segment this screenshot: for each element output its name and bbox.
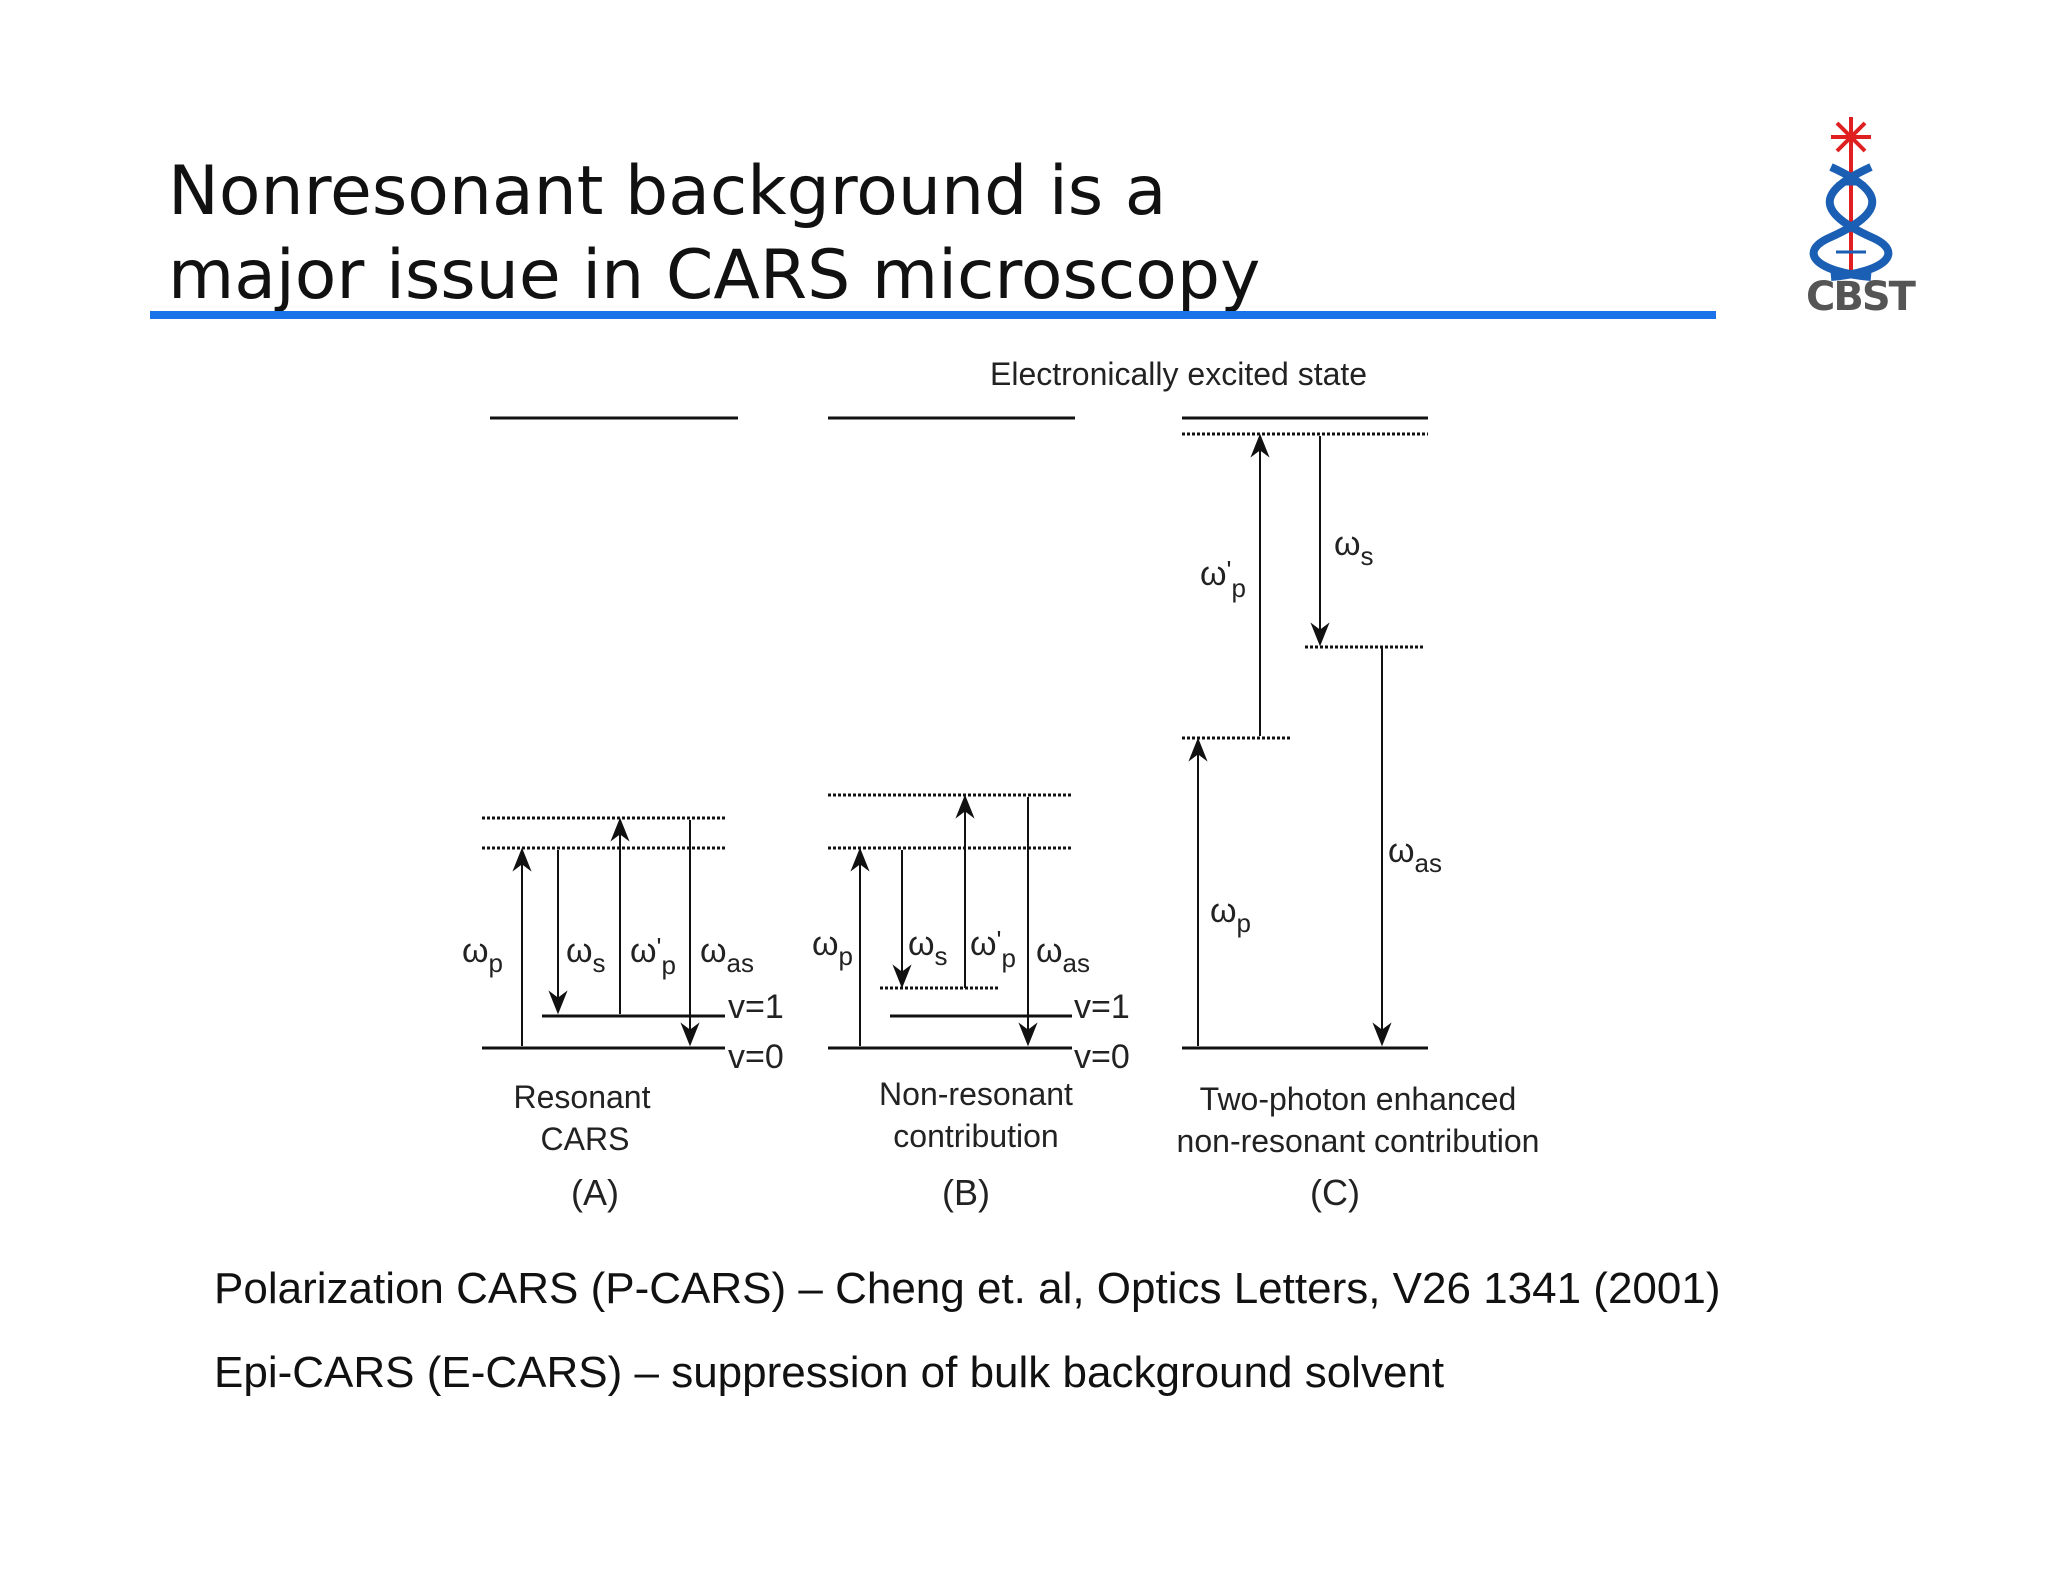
slide-title-line-1: Nonresonant background is a xyxy=(168,152,1167,231)
panel-b-v1-label: v=1 xyxy=(1074,988,1130,1026)
panel-a-caption-line-2: CARS xyxy=(541,1121,630,1157)
logo-text: CBST xyxy=(1806,274,1916,320)
panel-c-ws-label: ωs xyxy=(1334,525,1374,571)
slide-title-line-2: major issue in CARS microscopy xyxy=(168,236,1261,315)
panel-b-v0-label: v=0 xyxy=(1074,1038,1130,1076)
panel-a-caption-line-1: Resonant xyxy=(514,1079,651,1115)
panel-b-caption-line-1: Non-resonant xyxy=(879,1076,1073,1112)
cbst-logo-icon xyxy=(1809,117,1893,281)
slide-title: Nonresonant background is a major issue … xyxy=(168,150,1668,318)
panel-a-was-label: ωas xyxy=(700,932,754,978)
reference-p-cars: Polarization CARS (P-CARS) – Cheng et. a… xyxy=(214,1264,1721,1313)
panel-c-caption-line-2: non-resonant contribution xyxy=(1177,1123,1540,1159)
panel-c-letter: (C) xyxy=(1310,1172,1360,1213)
panel-b-ws-label: ωs xyxy=(908,925,948,971)
reference-e-cars: Epi-CARS (E-CARS) – suppression of bulk … xyxy=(214,1348,1445,1397)
excited-state-label: Electronically excited state xyxy=(990,356,1367,392)
title-underline xyxy=(150,311,1716,319)
panel-b xyxy=(828,416,1075,1050)
panel-c xyxy=(1182,416,1428,1050)
panel-c-caption-line-1: Two-photon enhanced xyxy=(1200,1081,1517,1117)
panel-a-ws-label: ωs xyxy=(566,932,606,978)
panel-b-was-label: ωas xyxy=(1036,932,1090,978)
panel-c-was-label: ωas xyxy=(1388,832,1442,878)
panel-a-wp-label: ωp xyxy=(462,932,503,978)
panel-b-wp-label: ωp xyxy=(812,925,853,971)
panel-c-wp-label: ωp xyxy=(1210,892,1251,938)
panel-a-wp-prime-label: ω'p xyxy=(630,932,676,980)
panel-b-letter: (B) xyxy=(942,1172,990,1213)
panel-b-caption-line-2: contribution xyxy=(893,1118,1058,1154)
panel-a xyxy=(482,416,738,1050)
panel-a-v1-label: v=1 xyxy=(728,988,784,1026)
panel-c-wp-prime-label: ω'p xyxy=(1200,555,1246,603)
panel-a-v0-label: v=0 xyxy=(728,1038,784,1076)
panel-a-letter: (A) xyxy=(571,1172,619,1213)
panel-b-wp-prime-label: ω'p xyxy=(970,925,1016,973)
